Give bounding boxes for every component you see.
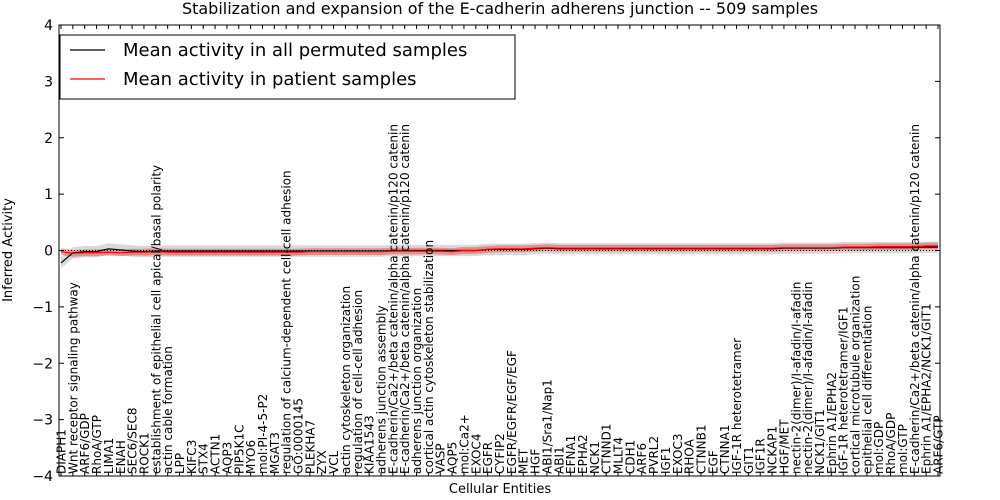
x-tick-label: actin cable formation [161,346,175,474]
x-tick-label: establishment of epithelial cell apical/… [149,165,163,474]
x-tick-label: AQP3 [220,442,234,474]
x-tick-label: STX4 [197,443,211,474]
y-tick-label: 2 [44,131,53,147]
x-tick-label: NCKAP1 [766,426,780,474]
x-tick-label: nectin-2(dimer)/I-afadin/I-afadin [801,282,815,474]
x-tick-label: CYFIP2 [493,433,507,474]
x-tick-label: E-cadherin/Ca2+/beta catenin/alpha caten… [908,124,922,474]
x-tick-label: RhoA/GTP [90,415,104,474]
x-tick-label: MET [517,448,531,474]
x-tick-label: KIFC3 [185,440,199,474]
x-tick-label: Ephrin A1/EPHA2/NCK1/GIT1 [920,303,934,474]
x-tick-label: LPP [173,453,187,474]
x-tick-label: E-cadherin/Ca2+/beta catenin/alpha caten… [386,124,400,474]
x-tick-label: DIAPH1 [55,429,69,474]
x-tick-label: cortical actin cytoskeleton stabilizatio… [422,240,436,474]
x-tick-label: EGF [706,450,720,474]
y-tick-label: 3 [44,74,53,90]
x-tick-label: RHOA [683,438,697,474]
chart-title: Stabilization and expansion of the E-cad… [182,0,818,18]
x-tick-label: IGF-1R heterotetramer [730,338,744,474]
x-tick-label: EGFR [481,442,495,474]
x-tick-label: EXOC3 [671,434,685,475]
x-tick-label: regulation of cell-cell adhesion [351,290,365,474]
y-tick-label: 1 [44,187,53,203]
series-line-patient [60,245,938,254]
x-tick-label: epithelial cell differentiation [860,306,874,474]
y-tick-label: 4 [44,18,53,34]
x-tick-label: IGF-1R heterotetramer/IGF1 [837,307,851,474]
x-tick-label: adherens junction assembly [375,305,389,474]
x-tick-label: mol:GTP [896,424,910,474]
x-tick-label: mol:PI-4-5-P2 [256,394,270,474]
x-tick-label: cortical microtubule organization [849,276,863,474]
x-tick-label: IGF1 [659,447,673,474]
x-tick-label: actin cytoskeleton organization [339,286,353,474]
x-tick-label: MLLT4 [612,437,626,474]
y-tick-label: −1 [32,300,53,316]
x-tick-label: PVRL2 [647,436,661,474]
x-tick-label: CDH1 [623,440,637,474]
x-tick-label: EXOC4 [469,434,483,475]
x-tick-label: VASP [434,443,448,474]
x-tick-label: ABI1 [552,446,566,474]
y-tick-label: −3 [32,413,53,429]
y-tick-label: 0 [44,244,53,260]
x-tick-label: ENAH [114,440,128,474]
x-axis-label: Cellular Entities [449,482,551,497]
x-tick-label: CTNNB1 [695,424,709,474]
x-tick-label: GO:0000145 [292,398,306,474]
legend-label-permuted: Mean activity in all permuted samples [123,40,467,61]
x-tick-label: EGFR/EGFR/EGF/EGF [505,350,519,474]
y-axis-label: Inferred Activity [1,198,16,302]
x-tick-label: CTNNA1 [718,424,732,474]
x-tick-label: MYO6 [244,440,258,474]
x-tick-label: KIAA1543 [363,415,377,474]
x-tick-label: HGF/MET [777,419,791,474]
x-tick-label: SEC6/SEC8 [126,408,140,474]
legend-label-patient: Mean activity in patient samples [123,69,417,90]
x-tick-label: regulation of calcium-dependent cell-cel… [280,170,294,474]
x-tick-label: EPHA2 [576,434,590,474]
x-tick-label: PIP5K1C [232,424,246,474]
x-tick-label: Ephrin A1/EPHA2 [825,372,839,474]
x-tick-label: mol:GDP [872,422,886,474]
x-tick-label: IGF1R [754,438,768,474]
y-tick-label: −4 [32,469,53,485]
x-tick-label: ABI1/Sra1/Nap1 [540,379,554,474]
x-tick-label: VCL [327,450,341,474]
legend-box [59,34,516,100]
legend: Mean activity in all permuted samples Me… [59,34,516,100]
x-tick-label: PLEKHA7 [303,420,317,474]
y-tick-label: −2 [32,356,53,372]
x-tick-label: NCK1 [588,441,602,474]
x-tick-label: nectin-2(dimer)/I-afadin/I-afadin [789,282,803,474]
x-tick-label: ROCK1 [138,432,152,474]
x-tick-label: RhoA/GDP [884,413,898,474]
x-tick-label: CTNND1 [600,423,614,474]
x-tick-label: ARF6 [635,443,649,474]
x-tick-label: ARF6/GTP [932,415,946,474]
x-tick-label: MGAT3 [268,432,282,474]
x-tick-label: GIT1 [742,446,756,474]
x-tick-label: ARF6/GDP [78,413,92,474]
x-tick-label: NCK1/GIT1 [813,409,827,474]
x-tick-label: E-cadherin/Ca2+/beta catenin/alpha caten… [398,124,412,474]
x-tick-label: mol:Ca2+ [457,414,471,474]
x-tick-label: ZYX [315,450,329,474]
x-tick-label: Wnt receptor signaling pathway [66,282,80,474]
x-tick-label: AQP5 [446,442,460,474]
x-tick-label: EFNA1 [564,435,578,474]
x-tick-label: LIMA1 [102,438,116,474]
x-tick-label: HGF [529,449,543,474]
x-tick-label: ACTN1 [209,434,223,474]
x-tick-label: adherens junction organization [410,288,424,474]
